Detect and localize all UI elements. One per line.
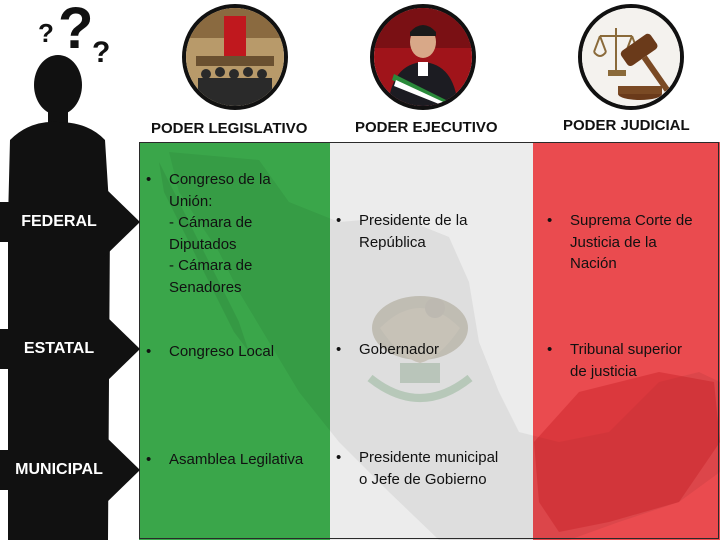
cell-ejecutivo-federal: • Presidente de la República (336, 210, 526, 256)
cell-legislativo-estatal: • Congreso Local (146, 341, 326, 365)
cell-judicial-federal: • Suprema Corte de Justicia de la Nación (547, 210, 717, 278)
cell-text: Congreso de la Unión: - Cámara de Diputa… (169, 171, 271, 296)
bullet: • (336, 212, 342, 229)
bullet: • (146, 171, 152, 188)
congress-photo-icon (182, 4, 288, 110)
mexico-coat-of-arms-icon (367, 296, 473, 402)
arrow-estatal (0, 314, 140, 384)
svg-text:?: ? (38, 18, 54, 48)
bullet: • (547, 341, 553, 358)
gavel-scales-icon (578, 4, 684, 110)
level-federal: FEDERAL (21, 213, 97, 230)
mexico-map-icon (159, 152, 720, 540)
bullet: • (547, 212, 553, 229)
bullet: • (146, 343, 152, 360)
svg-text:?: ? (58, 0, 93, 61)
cell-text: Congreso Local (169, 343, 275, 360)
bullet: • (336, 449, 342, 466)
ejecutivo-column (330, 142, 533, 540)
cell-text: Presidente de la República (359, 212, 468, 251)
header-legislativo: PODER LEGISLATIVO (151, 120, 308, 137)
cell-ejecutivo-estatal: • Gobernador (336, 339, 526, 363)
cell-legislativo-municipal: • Asamblea Legilativa (146, 449, 326, 473)
header-ejecutivo: PODER EJECUTIVO (355, 119, 498, 136)
arrow-municipal (0, 435, 140, 505)
cell-ejecutivo-municipal: • Presidente municipal o Jefe de Gobiern… (336, 447, 526, 493)
svg-text:?: ? (92, 36, 110, 69)
level-estatal: ESTATAL (23, 340, 95, 357)
cell-text: Asamblea Legilativa (169, 451, 304, 468)
level-municipal: MUNICIPAL (15, 461, 103, 478)
cell-judicial-estatal: • Tribunal superior de justicia (547, 339, 717, 385)
cell-text: Gobernador (359, 341, 440, 358)
legislativo-column (139, 142, 330, 540)
cell-legislativo-federal: • Congreso de la Unión: - Cámara de Dipu… (146, 169, 326, 299)
cell-text: Presidente municipal o Jefe de Gobierno (359, 449, 499, 488)
question-marks-icon: ? ? ? (38, 0, 110, 69)
president-photo-icon (370, 4, 476, 110)
arrow-federal (0, 187, 140, 257)
cell-text: Suprema Corte de Justicia de la Nación (570, 212, 693, 272)
cell-text: Tribunal superior de justicia (570, 341, 682, 380)
bullet: • (146, 451, 152, 468)
header-judicial: PODER JUDICIAL (563, 117, 690, 134)
bullet: • (336, 341, 342, 358)
judicial-column (533, 142, 720, 540)
